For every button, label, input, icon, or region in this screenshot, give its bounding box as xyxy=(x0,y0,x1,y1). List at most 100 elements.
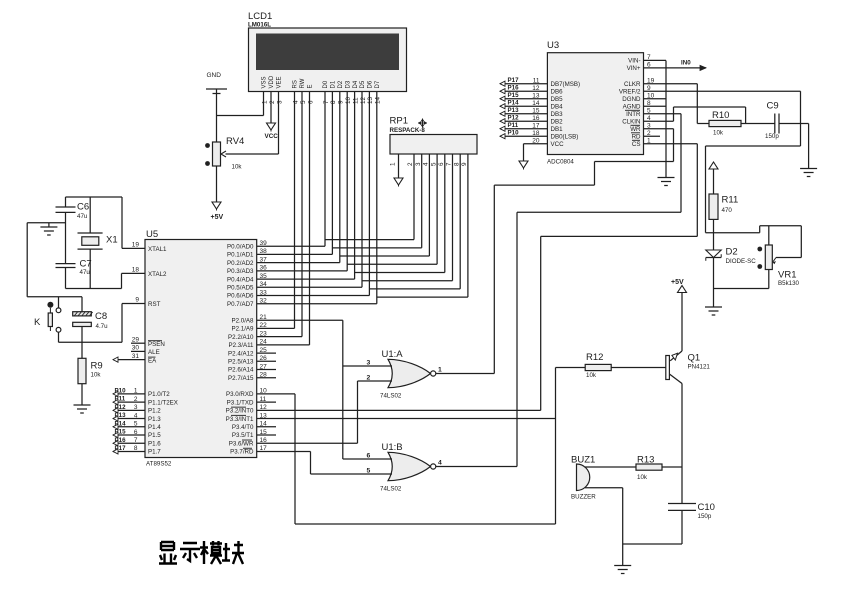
svg-text:DB2: DB2 xyxy=(551,118,564,125)
svg-text:P0.5/AD5: P0.5/AD5 xyxy=(227,285,254,292)
svg-text:12: 12 xyxy=(260,404,268,411)
svg-text:2: 2 xyxy=(269,100,276,104)
svg-text:DB4: DB4 xyxy=(551,103,564,110)
svg-text:DB1: DB1 xyxy=(551,126,564,133)
svg-text:34: 34 xyxy=(260,281,268,288)
svg-text:P0.2/AD2: P0.2/AD2 xyxy=(227,260,254,267)
svg-text:17: 17 xyxy=(532,122,540,129)
svg-text:10k: 10k xyxy=(91,372,102,379)
svg-text:P11: P11 xyxy=(115,396,126,403)
svg-text:25: 25 xyxy=(260,347,268,354)
svg-text:VEE: VEE xyxy=(277,76,283,88)
svg-text:P15: P15 xyxy=(508,92,520,99)
svg-text:35: 35 xyxy=(260,273,268,280)
svg-text:74LS02: 74LS02 xyxy=(380,393,402,400)
svg-text:D6: D6 xyxy=(368,80,374,88)
svg-text:15: 15 xyxy=(532,107,540,114)
svg-text:19: 19 xyxy=(132,242,140,249)
svg-text:XTAL1: XTAL1 xyxy=(148,246,167,253)
svg-text:P3.1/TXD: P3.1/TXD xyxy=(227,399,254,406)
svg-text:P3.2/INT0: P3.2/INT0 xyxy=(226,408,254,415)
svg-text:6: 6 xyxy=(134,429,138,436)
svg-text:31: 31 xyxy=(132,353,140,360)
svg-text:VSS: VSS xyxy=(262,76,268,88)
svg-text:8: 8 xyxy=(453,162,460,166)
svg-text:22: 22 xyxy=(260,322,268,329)
svg-text:PN4121: PN4121 xyxy=(688,364,711,371)
svg-text:18: 18 xyxy=(532,130,540,137)
svg-text:K: K xyxy=(34,317,41,328)
svg-text:D3: D3 xyxy=(345,80,351,88)
svg-text:P1.5: P1.5 xyxy=(148,432,161,439)
svg-text:37: 37 xyxy=(260,256,268,263)
svg-text:LM016L: LM016L xyxy=(248,22,271,29)
svg-text:P14: P14 xyxy=(115,420,127,427)
svg-text:18: 18 xyxy=(132,267,140,274)
svg-text:39: 39 xyxy=(260,240,268,247)
svg-text:P12: P12 xyxy=(115,404,127,411)
svg-text:P17: P17 xyxy=(115,445,127,452)
svg-text:23: 23 xyxy=(260,330,268,337)
svg-text:P1.7: P1.7 xyxy=(148,449,161,456)
svg-text:P16: P16 xyxy=(115,437,127,444)
svg-text:2: 2 xyxy=(647,130,651,137)
svg-text:P17: P17 xyxy=(508,77,520,84)
svg-text:INTR: INTR xyxy=(626,111,641,118)
svg-text:13: 13 xyxy=(532,92,540,99)
svg-text:6: 6 xyxy=(647,62,651,69)
svg-text:U5: U5 xyxy=(146,229,158,240)
svg-text:VDD: VDD xyxy=(269,75,275,88)
svg-text:15: 15 xyxy=(260,429,268,436)
svg-text:38: 38 xyxy=(260,248,268,255)
svg-text:5: 5 xyxy=(134,421,138,428)
svg-text:P10: P10 xyxy=(508,130,520,137)
svg-text:D2: D2 xyxy=(338,80,344,88)
svg-text:8: 8 xyxy=(647,100,651,107)
svg-text:150p: 150p xyxy=(765,133,779,140)
svg-text:5: 5 xyxy=(300,100,307,104)
svg-text:5: 5 xyxy=(430,162,437,166)
svg-text:30: 30 xyxy=(132,345,140,352)
svg-text:AT89S52: AT89S52 xyxy=(146,461,172,468)
svg-text:P13: P13 xyxy=(508,107,520,114)
svg-text:D2: D2 xyxy=(726,247,738,258)
svg-text:VIN-: VIN- xyxy=(628,58,640,65)
svg-text:R11: R11 xyxy=(722,195,739,206)
svg-text:10k: 10k xyxy=(713,130,724,137)
svg-text:ADC0804: ADC0804 xyxy=(547,159,574,166)
svg-text:P12: P12 xyxy=(508,115,520,122)
svg-text:16: 16 xyxy=(532,115,540,122)
svg-text:P0.7/AD7: P0.7/AD7 xyxy=(227,301,254,308)
svg-text:7: 7 xyxy=(134,437,138,444)
svg-text:3: 3 xyxy=(415,162,422,166)
svg-text:P2.0/A8: P2.0/A8 xyxy=(231,317,254,324)
svg-text:U1:B: U1:B xyxy=(382,442,403,453)
svg-text:CS: CS xyxy=(632,141,641,148)
svg-text:11: 11 xyxy=(260,396,267,403)
svg-text:36: 36 xyxy=(260,265,268,272)
svg-text:P1.3: P1.3 xyxy=(148,416,161,423)
svg-text:1: 1 xyxy=(134,388,138,395)
svg-text:R13: R13 xyxy=(637,455,654,466)
svg-text:6: 6 xyxy=(367,452,371,459)
svg-text:13: 13 xyxy=(367,96,374,104)
svg-text:7: 7 xyxy=(323,100,330,104)
svg-text:C9: C9 xyxy=(767,101,779,112)
svg-text:P3.0/RXD: P3.0/RXD xyxy=(226,391,254,398)
svg-text:DB5: DB5 xyxy=(551,96,564,103)
svg-text:RESPACK-8: RESPACK-8 xyxy=(390,127,426,134)
svg-text:10: 10 xyxy=(647,92,655,99)
svg-text:EA: EA xyxy=(148,357,157,364)
svg-text:P1.4: P1.4 xyxy=(148,424,161,431)
svg-text:VREF/2: VREF/2 xyxy=(619,88,641,95)
svg-text:U3: U3 xyxy=(547,40,559,51)
svg-text:3: 3 xyxy=(647,122,651,129)
svg-text:16: 16 xyxy=(260,437,268,444)
svg-text:GND: GND xyxy=(207,72,222,79)
svg-text:P2.6/A14: P2.6/A14 xyxy=(228,367,254,374)
svg-text:XTAL2: XTAL2 xyxy=(148,271,167,278)
svg-text:2: 2 xyxy=(134,396,138,403)
svg-text:10k: 10k xyxy=(637,474,648,481)
svg-text:P1.0/T2: P1.0/T2 xyxy=(148,391,170,398)
svg-text:X1: X1 xyxy=(106,235,118,246)
